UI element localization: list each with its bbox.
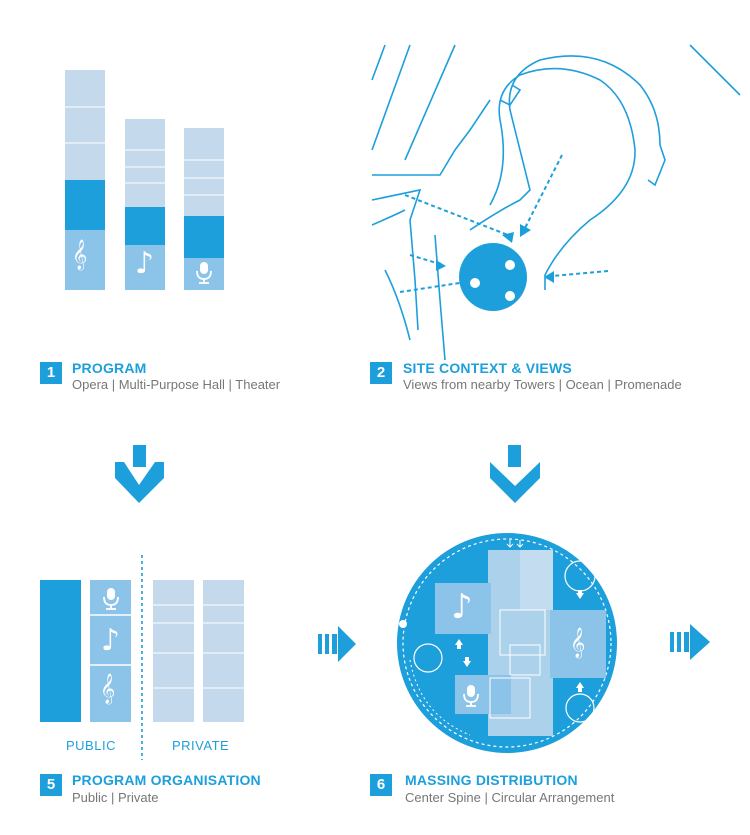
- step-title: SITE CONTEXT & VIEWS: [403, 360, 572, 376]
- site-venue-circle: [459, 243, 527, 311]
- step-number: 5: [40, 774, 62, 796]
- step-number: 2: [370, 362, 392, 384]
- private-label: PRIVATE: [172, 738, 230, 753]
- treble-clef-icon: 𝄞: [100, 674, 116, 704]
- theater-bar: [184, 128, 224, 290]
- view-arrows: [399, 154, 609, 293]
- multi-purpose-bar: [125, 119, 165, 290]
- step-subtitle: Center Spine | Circular Arrangement: [405, 790, 615, 805]
- step-number: 1: [40, 362, 62, 384]
- step-subtitle: Views from nearby Towers | Ocean | Prome…: [403, 377, 682, 392]
- organisation-diagram: [40, 555, 244, 760]
- eighth-note-icon: ♪: [451, 587, 473, 627]
- eighth-note-icon: ♪: [101, 623, 121, 658]
- treble-clef-icon: 𝄞: [570, 628, 586, 658]
- program-bars: [65, 70, 224, 290]
- step-subtitle: Opera | Multi-Purpose Hall | Theater: [72, 377, 281, 392]
- step-title: PROGRAM: [72, 360, 147, 376]
- opera-bar: [65, 70, 105, 290]
- step-subtitle: Public | Private: [72, 790, 159, 805]
- right-arrow-middle: [318, 626, 356, 662]
- right-arrow-end: [670, 624, 710, 660]
- down-arrow-right: [490, 445, 540, 503]
- step-title: MASSING DISTRIBUTION: [405, 772, 578, 788]
- view-arrowheads: [436, 224, 554, 283]
- public-label: PUBLIC: [66, 738, 116, 753]
- site-map: [371, 44, 741, 361]
- down-arrow-left: [115, 445, 164, 503]
- eighth-note-icon: ♪: [135, 246, 155, 281]
- step-number: 6: [370, 774, 392, 796]
- step-title: PROGRAM ORGANISATION: [72, 772, 261, 788]
- massing-diagram: [397, 533, 617, 753]
- treble-clef-icon: 𝄞: [72, 240, 88, 270]
